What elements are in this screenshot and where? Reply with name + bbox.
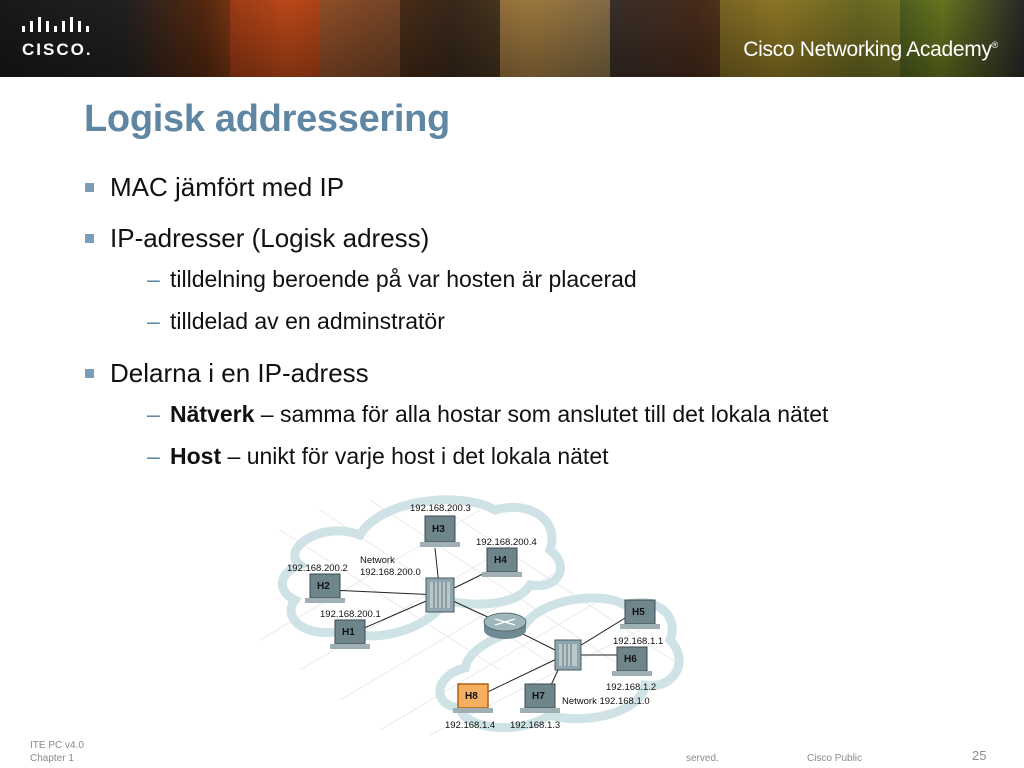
network-diagram: H3 H4 H2 H1 H5 H6 H7 H8 192.168.200.3 19… bbox=[260, 495, 684, 735]
host-name: H6 bbox=[624, 654, 637, 665]
footer-chapter: Chapter 1 bbox=[30, 753, 74, 764]
ip-label: 192.168.200.3 bbox=[410, 503, 471, 514]
ip-label: 192.168.1.1 bbox=[613, 636, 663, 647]
network-address: 192.168.200.0 bbox=[360, 567, 421, 578]
cisco-wordmark: CISCO. bbox=[22, 40, 93, 59]
network-label: Network bbox=[360, 555, 395, 566]
ip-label: 192.168.1.2 bbox=[606, 682, 656, 693]
sub-bullet-item: –tilldelning beroende på var hosten är p… bbox=[147, 266, 637, 292]
sub-bullet-item: –Nätverk – samma för alla hostar som ans… bbox=[147, 401, 829, 427]
photo-strip bbox=[320, 0, 400, 77]
host-name: H8 bbox=[465, 691, 478, 702]
ip-label: 192.168.1.3 bbox=[510, 720, 560, 731]
ip-label: 192.168.200.2 bbox=[287, 563, 348, 574]
host-name: H7 bbox=[532, 691, 545, 702]
footer-classification: Cisco Public bbox=[807, 753, 863, 764]
host-h2: H2 bbox=[305, 573, 345, 603]
host-h6: H6 bbox=[612, 646, 652, 676]
ip-label: 192.168.200.4 bbox=[476, 537, 537, 548]
switch-a bbox=[425, 577, 455, 613]
bullet-item: MAC jämfört med IP bbox=[84, 172, 984, 203]
host-h7: H7 bbox=[520, 683, 560, 713]
host-h3: H3 bbox=[420, 515, 460, 547]
host-name: H5 bbox=[632, 607, 645, 618]
photo-strip bbox=[610, 0, 720, 77]
bullet-item: IP-adresser (Logisk adress) bbox=[84, 223, 984, 254]
host-h4: H4 bbox=[482, 547, 522, 577]
host-name: H2 bbox=[317, 581, 330, 592]
cisco-logo: CISCO. bbox=[20, 16, 96, 60]
bullet-item: Delarna i en IP-adress bbox=[84, 358, 984, 389]
network-cloud-a bbox=[278, 495, 565, 641]
ip-label: 192.168.200.1 bbox=[320, 609, 381, 620]
network-label: Network 192.168.1.0 bbox=[562, 696, 650, 707]
page-number: 25 bbox=[972, 748, 987, 763]
host-name: H3 bbox=[432, 524, 445, 535]
host-name: H4 bbox=[494, 555, 507, 566]
academy-title: Cisco Networking Academy® bbox=[743, 38, 998, 61]
photo-strip bbox=[720, 0, 900, 77]
photo-strip bbox=[230, 0, 320, 77]
host-h8: H8 bbox=[453, 683, 493, 713]
router bbox=[483, 612, 527, 639]
switch-b bbox=[554, 639, 582, 671]
ip-label: 192.168.1.4 bbox=[445, 720, 495, 731]
footer-rights: served. bbox=[686, 753, 719, 764]
host-name: H1 bbox=[342, 627, 355, 638]
cisco-bridge-icon bbox=[22, 17, 89, 32]
photo-strip bbox=[500, 0, 610, 77]
sub-bullet-item: –tilldelad av en adminstratör bbox=[147, 308, 445, 334]
photo-strip bbox=[400, 0, 500, 77]
slide-title: Logisk addressering bbox=[84, 98, 450, 140]
sub-bullet-item: –Host – unikt för varje host i det lokal… bbox=[147, 443, 609, 469]
footer-course: ITE PC v4.0 bbox=[30, 740, 84, 751]
host-h5: H5 bbox=[620, 599, 660, 629]
bullet-list: MAC jämfört med IP IP-adresser (Logisk a… bbox=[84, 172, 984, 471]
header-banner: CISCO. Cisco Networking Academy® bbox=[0, 0, 1024, 77]
host-h1: H1 bbox=[330, 619, 370, 649]
